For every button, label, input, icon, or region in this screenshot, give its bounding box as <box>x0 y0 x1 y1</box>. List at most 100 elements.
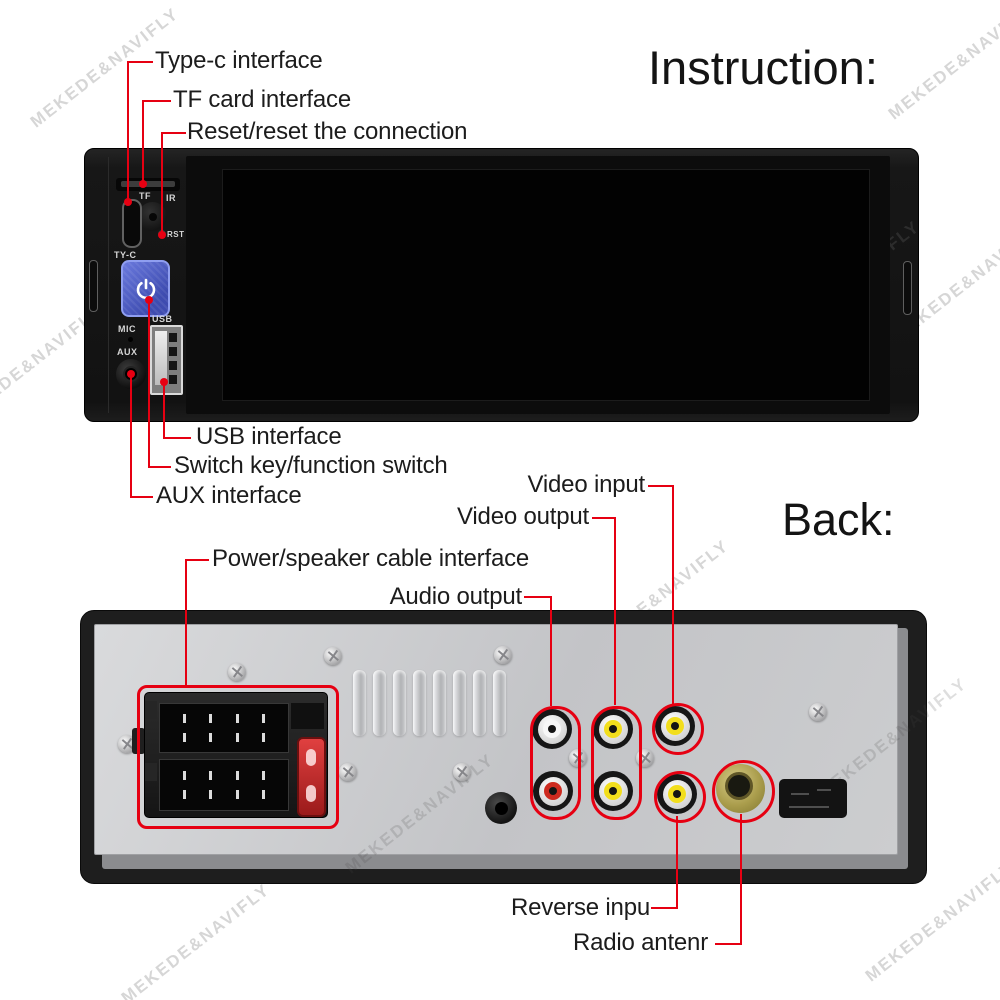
callout-line <box>524 596 552 598</box>
screw <box>339 763 357 781</box>
callout-line <box>163 382 165 439</box>
screw <box>324 647 342 665</box>
callout-line <box>161 132 163 235</box>
heatsink-fin <box>393 670 406 736</box>
tf-card-slot-opening <box>121 181 175 187</box>
callout-dot <box>158 231 166 239</box>
highlight-audio-output <box>530 706 581 820</box>
callout-line <box>161 132 186 134</box>
label-reverse-input: Reverse inpu <box>510 894 650 921</box>
label-switch-key: Switch key/function switch <box>174 452 448 479</box>
callout-line <box>148 300 150 468</box>
usb-contact <box>169 375 177 384</box>
mounting-slot-left <box>89 260 98 312</box>
watermark: MEKEDE&NAVIFLY <box>884 0 1000 124</box>
highlight-reverse-input <box>654 771 706 823</box>
tf-card-slot <box>116 178 180 191</box>
iso-chamber-bottom <box>159 759 289 811</box>
heatsink-fin <box>353 670 366 736</box>
callout-line <box>130 496 153 498</box>
callout-line <box>672 485 674 706</box>
label-aux-interface: AUX interface <box>156 482 302 509</box>
usb-port-label: USB <box>152 314 173 324</box>
heatsink-fin <box>453 670 466 736</box>
callout-line <box>130 374 132 498</box>
callout-line <box>614 517 616 705</box>
iso-block <box>291 703 324 729</box>
callout-line <box>676 816 678 909</box>
label-type-c-interface: Type-c interface <box>155 47 323 74</box>
label-video-output: Video output <box>457 503 589 530</box>
mic-hole <box>128 337 133 342</box>
iso-connector-notch <box>145 701 157 719</box>
label-audio-output: Audio output <box>389 583 523 610</box>
pin-row <box>160 714 288 723</box>
screw <box>494 646 512 664</box>
mounting-slot-right <box>903 261 912 315</box>
callout-line <box>142 100 144 183</box>
connector-label-plate <box>779 779 847 818</box>
type-c-port <box>122 199 142 248</box>
callout-line <box>127 61 129 202</box>
label-usb-interface: USB interface <box>196 423 342 450</box>
fuse <box>297 737 326 817</box>
jack-3-5mm-hole <box>494 801 508 815</box>
screw <box>228 663 246 681</box>
heatsink-fin <box>413 670 426 736</box>
tf-port-label: TF <box>139 191 151 201</box>
screw <box>809 703 827 721</box>
label-tf-card-interface: TF card interface <box>173 86 351 113</box>
highlight-radio-antenna <box>712 760 775 823</box>
heatsink-fin <box>433 670 446 736</box>
ir-port-label: IR <box>166 193 176 203</box>
usb-contact <box>169 361 177 370</box>
callout-line <box>142 100 171 102</box>
jack-3-5mm <box>485 792 517 824</box>
pin-row <box>160 790 288 800</box>
callout-dot <box>124 198 132 206</box>
pin-row <box>160 770 288 780</box>
fuse-window <box>306 785 316 802</box>
iso-chamber-top <box>159 703 289 753</box>
callout-line <box>148 466 171 468</box>
aux-port-label: AUX <box>117 347 138 357</box>
iso-connector <box>144 692 328 818</box>
callout-line <box>592 517 616 519</box>
mic-port-label: MIC <box>118 324 136 334</box>
label-reset: Reset/reset the connection <box>187 118 468 145</box>
reset-port-label: RST <box>167 230 185 239</box>
screen <box>222 169 870 401</box>
label-radio-antenna: Radio antenr <box>572 929 708 956</box>
fuse-window <box>306 749 316 766</box>
screw <box>453 763 471 781</box>
usb-tongue <box>155 331 167 385</box>
label-video-input: Video input <box>527 471 646 498</box>
callout-line <box>715 943 741 945</box>
iso-connector-notch <box>145 763 157 781</box>
highlight-power-connector <box>137 685 339 829</box>
type-c-port-label: TY-C <box>114 250 137 260</box>
usb-contact <box>169 347 177 356</box>
back-heading: Back: <box>782 494 895 545</box>
callout-line <box>127 61 153 63</box>
instruction-heading: Instruction: <box>648 41 878 94</box>
callout-dot <box>139 180 147 188</box>
callout-line <box>185 559 187 686</box>
pin-row <box>160 733 288 742</box>
usb-contact <box>169 333 177 342</box>
power-button <box>121 260 170 317</box>
callout-line <box>648 485 674 487</box>
ir-sensor-dot <box>148 212 157 221</box>
screw <box>118 735 136 753</box>
heatsink-fin <box>473 670 486 736</box>
callout-line <box>651 907 677 909</box>
callout-line <box>550 596 552 706</box>
heatsink-fin <box>373 670 386 736</box>
callout-line <box>163 437 191 439</box>
panel-divider <box>108 157 109 413</box>
label-power-speaker: Power/speaker cable interface <box>212 545 530 572</box>
watermark: MEKEDE&NAVIFLY <box>117 879 274 1000</box>
highlight-video-output <box>591 706 642 820</box>
highlight-video-input <box>652 703 704 755</box>
